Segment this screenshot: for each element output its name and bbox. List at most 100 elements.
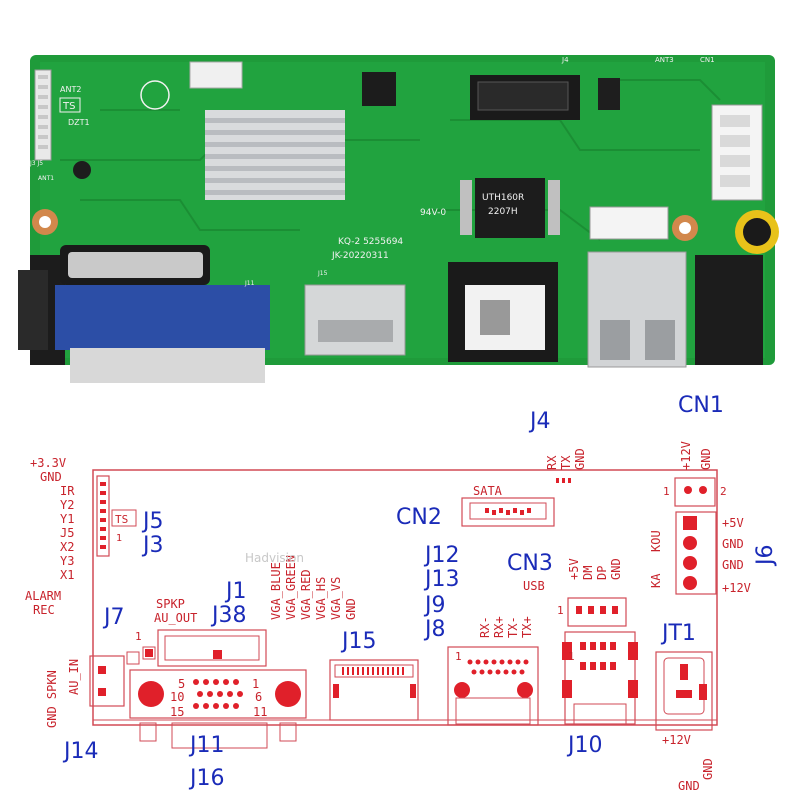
j6-pin-12v: +12V bbox=[722, 581, 751, 595]
label-sata: SATA bbox=[473, 484, 503, 498]
silk-board-id: KQ-2 5255694 bbox=[338, 237, 403, 247]
left-pin-3v3: +3.3V bbox=[30, 456, 66, 470]
rj45-footprint bbox=[447, 646, 539, 726]
usb-pin-dp: DP bbox=[595, 566, 609, 580]
label-cn3: CN3 bbox=[507, 551, 553, 576]
jt1-footprint bbox=[655, 651, 713, 731]
label-au-in: AU_IN bbox=[67, 659, 81, 695]
vga-pin-green: VGA_GREEN bbox=[284, 555, 298, 620]
board-photo: ANT2 TS DZT1 J3 J5 ANT1 UTH160R 2207H 94… bbox=[18, 55, 779, 383]
silk-ant2: ANT2 bbox=[60, 85, 81, 94]
jt1-plus-12v: +12V bbox=[662, 733, 691, 747]
label-j6: J6 bbox=[753, 545, 778, 568]
vga-pin-blue: VGA_BLUE bbox=[269, 562, 283, 620]
vga-pin-labels: VGA_BLUE VGA_GREEN VGA_RED VGA_HS VGA_VS… bbox=[269, 555, 358, 620]
left-pin-labels: +3.3V GND IR Y2 Y1 J5 X2 Y3 X1 ALARM REC bbox=[25, 456, 75, 617]
rj45-connector bbox=[448, 262, 558, 362]
au-out-pin1: 1 bbox=[135, 630, 142, 643]
j6-left-ka: KA bbox=[649, 573, 663, 588]
left-pin-x1: X1 bbox=[60, 568, 74, 582]
chip-label-2: 2207H bbox=[488, 207, 518, 217]
left-pin-x2: X2 bbox=[60, 540, 74, 554]
connector-au-in bbox=[89, 655, 125, 707]
label-cn1: CN1 bbox=[678, 393, 724, 418]
silk-cn1: CN1 bbox=[700, 56, 715, 64]
label-au-out: AU_OUT bbox=[154, 611, 197, 625]
left-pin-y2: Y2 bbox=[60, 498, 74, 512]
j10-pin1: 1 bbox=[568, 650, 575, 663]
usb-footprint bbox=[562, 631, 638, 725]
label-jt1: JT1 bbox=[660, 621, 696, 646]
label-j13: J13 bbox=[423, 567, 459, 592]
j4-pin-gnd: GND bbox=[573, 448, 587, 470]
left-pin-y3: Y3 bbox=[60, 554, 74, 568]
left-pin-ir: IR bbox=[60, 484, 75, 498]
silk-j15: J15 bbox=[317, 270, 328, 277]
left-pin-y1: Y1 bbox=[60, 512, 74, 526]
ic-small-1 bbox=[362, 72, 396, 106]
label-cn2: CN2 bbox=[396, 505, 442, 530]
label-gnd-spkn: GND SPKN bbox=[45, 670, 59, 728]
silk-j4: J4 bbox=[561, 56, 569, 64]
jt1-gnd-rot: GND bbox=[701, 758, 715, 780]
main-chip: UTH160R 2207H bbox=[475, 178, 545, 238]
vga-num-10: 10 bbox=[170, 690, 184, 704]
j6-pin-5v: +5V bbox=[722, 516, 744, 530]
j4-pin-tx: TX bbox=[559, 455, 573, 470]
usb-pin-dm: DM bbox=[581, 566, 595, 580]
cn1-num-1: 1 bbox=[663, 485, 670, 498]
silk-ant3: ANT3 bbox=[655, 56, 674, 64]
rj-pin-rxm: RX- bbox=[478, 616, 492, 638]
vga-footprint bbox=[129, 669, 307, 749]
vga-num-5: 5 bbox=[178, 677, 185, 691]
usb-header bbox=[567, 597, 627, 627]
j6-pin-gnd1: GND bbox=[722, 537, 744, 551]
label-j8: J8 bbox=[423, 617, 446, 642]
label-j10: J10 bbox=[566, 733, 602, 758]
label-j38: J38 bbox=[210, 603, 246, 628]
j4-pin-rx: RX bbox=[545, 455, 559, 470]
watermark: Hadvision bbox=[245, 551, 304, 565]
ts-label: TS bbox=[115, 513, 128, 526]
label-j14: J14 bbox=[62, 739, 98, 764]
label-j12: J12 bbox=[423, 543, 459, 568]
silk-ant1: ANT1 bbox=[38, 175, 54, 182]
left-pin-gnd: GND bbox=[40, 470, 62, 484]
left-pin-j5: J5 bbox=[60, 526, 74, 540]
label-j4: J4 bbox=[528, 409, 551, 434]
vga-pin-vs: VGA_VS bbox=[329, 577, 343, 620]
vga-pin-hs: VGA_HS bbox=[314, 577, 328, 620]
silk-ts: TS bbox=[62, 101, 75, 112]
left-pin-alarm: ALARM bbox=[25, 589, 61, 603]
cn1-footprint bbox=[674, 477, 716, 507]
label-usb: USB bbox=[523, 579, 545, 593]
j6-pin-gnd2: GND bbox=[722, 558, 744, 572]
usb-pin-gnd: GND bbox=[609, 558, 623, 580]
j6-left-kou: KOU bbox=[649, 530, 663, 552]
cn-white-connector bbox=[589, 206, 669, 240]
silk-dzt1: DZT1 bbox=[68, 118, 90, 127]
vga-num-15: 15 bbox=[170, 705, 184, 719]
silk-j3: J3 J5 bbox=[29, 160, 43, 167]
header-pin1: 1 bbox=[116, 533, 122, 544]
j6-footprint bbox=[675, 511, 717, 595]
usb-connector bbox=[587, 251, 687, 368]
cn1-pin-12v: +12V bbox=[679, 441, 693, 470]
label-j16: J16 bbox=[188, 766, 224, 791]
vga-num-6: 6 bbox=[255, 690, 262, 704]
heatsink bbox=[205, 110, 345, 200]
cn1-num-2: 2 bbox=[720, 485, 727, 498]
sata-connector bbox=[477, 81, 569, 111]
connector-au-out bbox=[157, 629, 267, 667]
left-pin-rec: REC bbox=[33, 603, 55, 617]
chip-label-1: UTH160R bbox=[482, 193, 524, 203]
sata-footprint bbox=[461, 497, 555, 527]
vga-connector bbox=[18, 245, 270, 383]
label-j1: J1 bbox=[224, 579, 247, 604]
jt1-gnd: GND bbox=[678, 779, 700, 793]
cn1-pin-gnd: GND bbox=[699, 448, 713, 470]
label-j5: J5 bbox=[141, 509, 164, 534]
hdmi-connector bbox=[304, 284, 406, 356]
label-j3: J3 bbox=[141, 533, 164, 558]
silk-94v: 94V-0 bbox=[420, 208, 446, 218]
